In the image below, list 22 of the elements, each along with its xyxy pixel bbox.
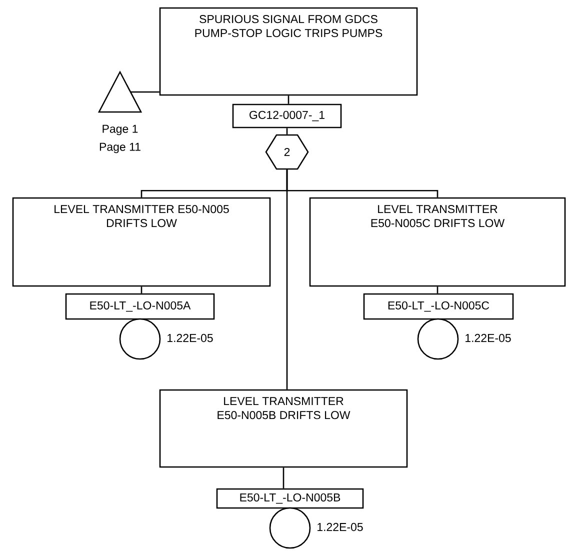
basic-event-circle — [269, 507, 311, 549]
event-box: LEVEL TRANSMITTER E50-N005B DRIFTS LOW — [159, 389, 408, 468]
basic-event-circle — [417, 318, 459, 360]
probability-label: 1.22E-05 — [466, 334, 511, 342]
event-tag: GC12-0007-_1 — [232, 104, 342, 128]
connector-line — [286, 128, 288, 134]
page-reference: Page 11 — [100, 142, 140, 154]
probability-label: 1.22E-05 — [318, 522, 363, 532]
connector-line — [282, 468, 284, 488]
connector-line — [286, 170, 288, 390]
connector-line — [130, 91, 160, 93]
event-tag: E50-LT_-LO-N005B — [216, 488, 364, 509]
event-box: LEVEL TRANSMITTER E50-N005C DRIFTS LOW — [309, 197, 566, 287]
basic-event-circle — [119, 318, 161, 360]
event-box: LEVEL TRANSMITTER E50-N005 DRIFTS LOW — [12, 197, 271, 287]
connector-line — [288, 96, 290, 104]
probability-label: 1.22E-05 — [168, 334, 213, 342]
event-box: SPURIOUS SIGNAL FROM GDCS PUMP-STOP LOGIC TRIPS PUMPS — [159, 7, 418, 96]
connector-line — [140, 286, 142, 294]
connector-line — [436, 286, 438, 294]
page-reference: Page 1 — [102, 124, 138, 136]
voting-gate: 2 — [265, 134, 309, 170]
